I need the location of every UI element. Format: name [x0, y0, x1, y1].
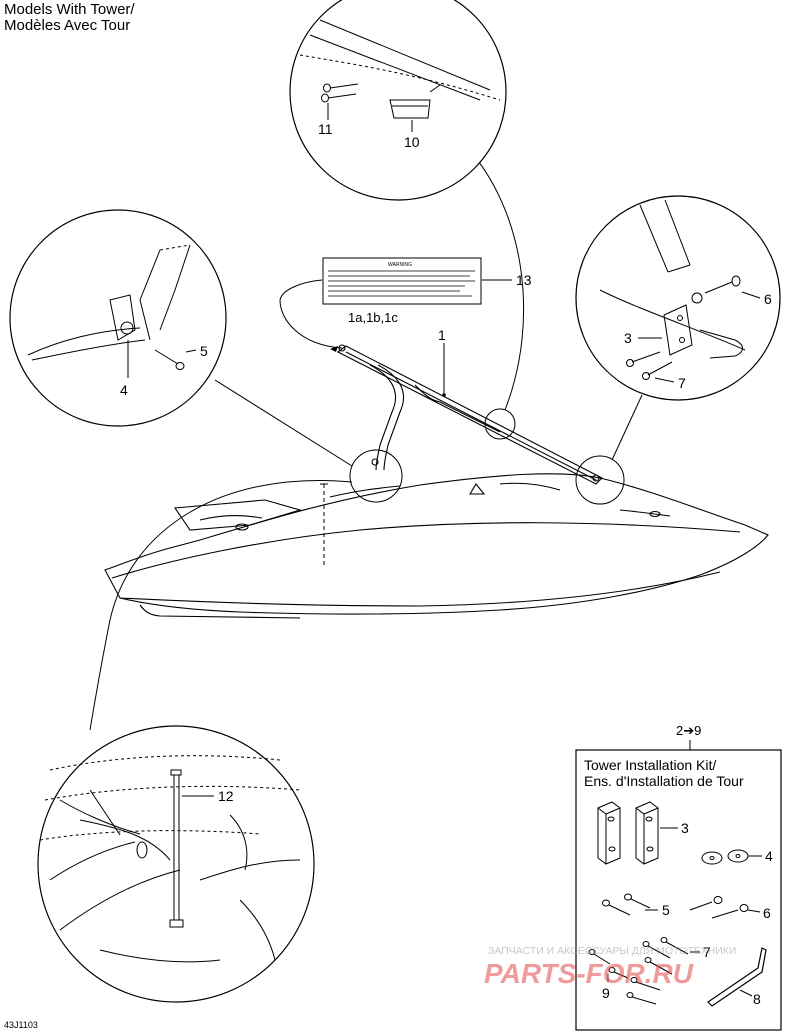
kit-part-5	[602, 893, 651, 916]
kit-callout-5: 5	[662, 902, 670, 918]
kit-part-9	[608, 967, 661, 1005]
kit-callout-8: 8	[753, 991, 761, 1007]
boat-hull	[104, 473, 769, 619]
bolt-12-location	[320, 483, 328, 568]
kit-part-8	[707, 947, 767, 1007]
leader-7-right	[654, 377, 675, 383]
kit-callout-6: 6	[763, 905, 771, 921]
tower-assembly	[336, 344, 603, 485]
diagram-title: Models With Tower/ Modèles Avec Tour	[4, 2, 135, 34]
kit-callout-7: 7	[703, 944, 711, 960]
kit-title-line-1: Tower Installation Kit/	[584, 757, 716, 773]
callout-13: 13	[516, 272, 532, 288]
kit-callout-9: 9	[602, 985, 610, 1001]
watermark-line-2: PARTS-FOR.RU	[484, 958, 694, 989]
kit-leader-6	[747, 909, 761, 913]
screw-11	[321, 83, 359, 103]
leader-6-right	[741, 291, 761, 299]
kit-part-3	[597, 801, 659, 865]
kit-part-7	[588, 937, 689, 975]
kit-callout-4: 4	[765, 848, 773, 864]
tower-installation-kit: 2➔9 Tower Installation Kit/ Ens. d'Insta…	[575, 723, 782, 1031]
detail-circle-bottom: 12	[37, 725, 315, 1003]
leader-5-left	[185, 349, 197, 353]
bolt-6-right	[704, 275, 741, 294]
detail-circle-left: 5 4	[9, 209, 227, 427]
kit-title-line-2: Ens. d'Installation de Tour	[584, 773, 744, 789]
callout-5-left: 5	[200, 343, 208, 359]
kit-callout-3: 3	[681, 820, 689, 836]
detail-circle-right: 6 3 7	[575, 195, 781, 401]
detail-connector-lines	[89, 144, 643, 731]
callout-6-right: 6	[764, 291, 772, 307]
diagram-code: 43J1103	[4, 1020, 38, 1030]
watermark: ЗАПЧАСТИ И АКСЕССУАРЫ ДЛЯ МОТОТЕХНИКИ PA…	[484, 945, 736, 989]
title-line-1: Models With Tower/	[4, 1, 135, 18]
detail-locator-circles	[349, 408, 625, 505]
callout-12: 12	[218, 788, 234, 804]
callout-11: 11	[318, 121, 333, 137]
callout-7-right: 7	[678, 375, 686, 391]
callout-1: 1	[438, 327, 446, 343]
arrowhead-13	[330, 346, 338, 352]
kit-reference: 2➔9	[676, 723, 701, 738]
bolts-7-right	[626, 351, 673, 380]
title-line-2: Modèles Avec Tour	[4, 17, 131, 34]
callout-4: 4	[120, 382, 128, 398]
kit-box	[575, 749, 782, 1031]
kit-part-6	[689, 896, 749, 919]
warning-label-heading: WARNING	[388, 262, 412, 268]
watermark-line-1: ЗАПЧАСТИ И АКСЕССУАРЫ ДЛЯ МОТОТЕХНИКИ	[488, 945, 736, 957]
kit-leader-8	[739, 989, 753, 997]
callout-10: 10	[404, 134, 420, 150]
callout-3-right: 3	[624, 330, 632, 346]
detail-circle-top: 11 10	[289, 0, 507, 201]
bolt-12	[169, 769, 184, 928]
kit-part-4	[701, 849, 749, 865]
bolt-5-left	[154, 349, 185, 370]
warning-label: WARNING	[322, 257, 482, 305]
callout-1abc: 1a,1b,1c	[348, 310, 398, 325]
